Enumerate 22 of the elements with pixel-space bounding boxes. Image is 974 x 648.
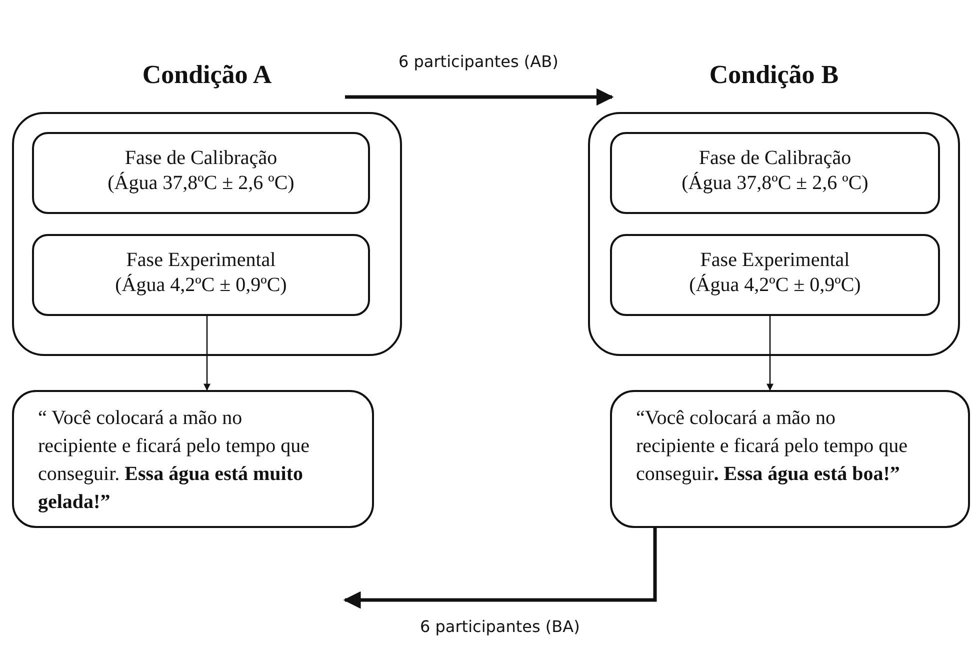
instruction-box [12, 390, 374, 528]
condition-heading: Condição B [709, 60, 839, 90]
instruction-box [610, 390, 970, 528]
phase-title: Fase Experimental [699, 248, 851, 273]
temperature-text: (Água 37,8ºC ± 2,6 ºC) [106, 171, 296, 196]
arrow [766, 316, 774, 391]
phase-box [610, 234, 940, 316]
arrow [343, 528, 657, 609]
arrow [204, 316, 210, 391]
phase-title: Fase de Calibração [124, 146, 278, 171]
condition-heading: Condição A [142, 60, 272, 90]
temperature-text: (Água 4,2ºC ± 0,9ºC) [114, 273, 288, 298]
arrow [345, 88, 614, 106]
phase-box [610, 132, 940, 214]
instruction-text: “Você colocará a mão no recipiente e ficará pelo tempo que conseguir. Essa água está boa!” [636, 406, 909, 487]
phase-title: Fase de Calibração [698, 146, 852, 171]
phase-box [32, 132, 370, 214]
instruction-text: “ Você colocará a mão no recipiente e ficará pelo tempo que conseguir. Essa água está muito gelada!” [38, 406, 311, 515]
phase-title: Fase Experimental [125, 248, 277, 273]
phase-box [32, 234, 370, 316]
temperature-text: (Água 4,2ºC ± 0,9ºC) [688, 273, 862, 298]
temperature-text: (Água 37,8ºC ± 2,6 ºC) [680, 171, 870, 196]
